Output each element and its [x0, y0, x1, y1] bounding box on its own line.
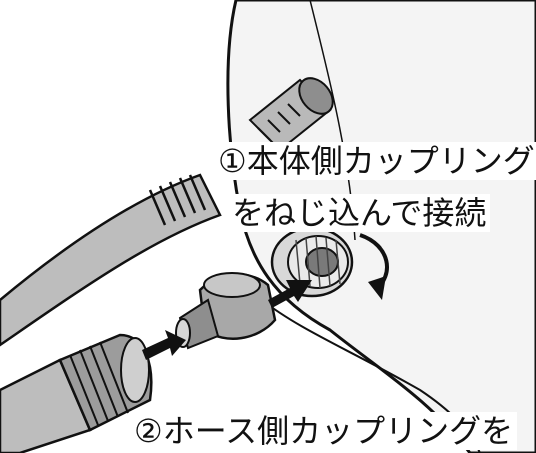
upper-hose: [0, 173, 222, 347]
quick-coupling: [175, 272, 277, 350]
body-side-coupling: [248, 77, 334, 152]
hose-side-coupling: [0, 333, 153, 453]
caption-line-2: をねじ込んで接続: [228, 194, 491, 232]
rotate-arrow-icon: [359, 233, 389, 300]
arrow-right-icon: [142, 330, 186, 360]
caption-line-1: ①本体側カップリング: [214, 142, 536, 180]
caption-line-3: ②ホース側カップリングを: [130, 412, 518, 450]
machine-outlet: [270, 226, 354, 298]
arrow-right-icon: [268, 280, 312, 308]
